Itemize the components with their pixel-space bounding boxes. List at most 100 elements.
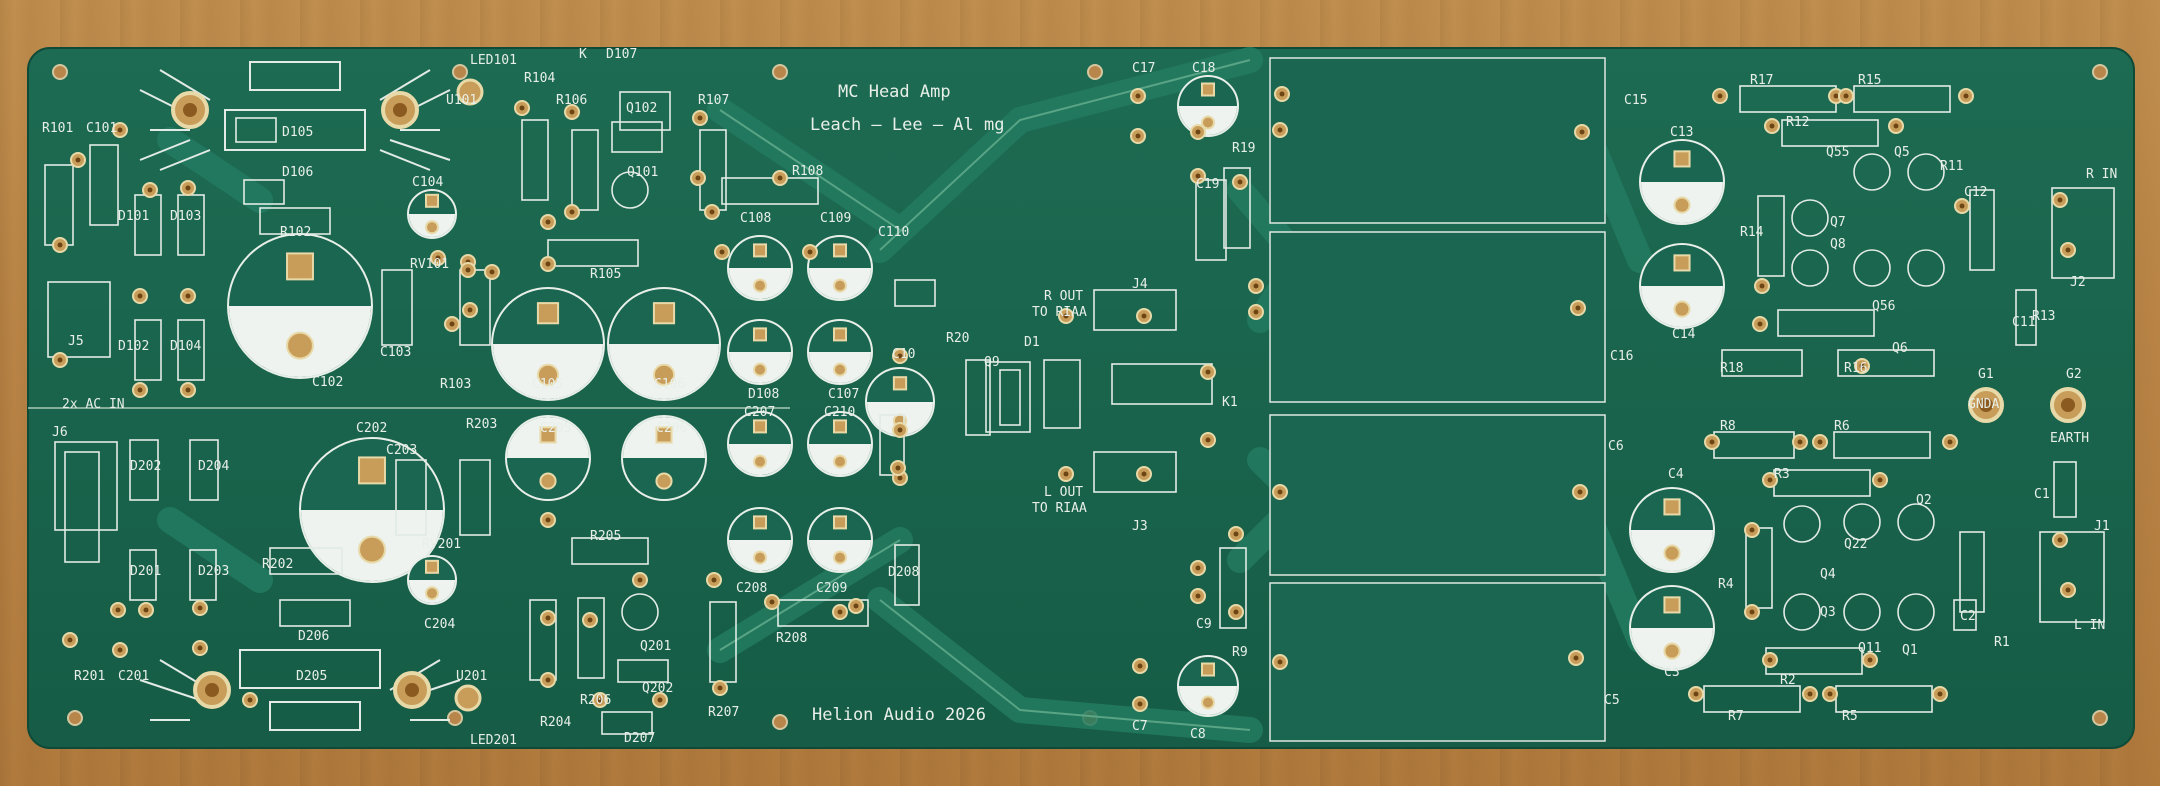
reference-designator: R17	[1750, 73, 1773, 88]
earth-label: EARTH	[2050, 431, 2089, 446]
reference-designator: C210	[824, 405, 855, 420]
component-outline	[1195, 179, 1227, 261]
component-outline	[129, 439, 159, 501]
brand-label: Helion Audio 2026	[812, 705, 986, 725]
reference-designator: R105	[590, 267, 621, 282]
reference-designator: Q102	[626, 101, 657, 116]
connector-outline	[1093, 289, 1177, 331]
electrolytic-capacitors	[227, 75, 1725, 717]
reference-designator: J2	[2070, 275, 2086, 290]
reference-designator: R3	[1774, 467, 1790, 482]
reference-designator: R102	[280, 225, 311, 240]
reference-designator: C105	[532, 377, 563, 392]
reference-designator: C107	[828, 387, 859, 402]
component-outline	[617, 659, 669, 683]
reference-designator: D103	[170, 209, 201, 224]
reference-designator: U201	[456, 669, 487, 684]
r-out-to-label: TO RIAA	[1032, 305, 1087, 320]
reference-designator: C104	[412, 175, 443, 190]
reference-designator: Q202	[642, 681, 673, 696]
reference-designator: D105	[282, 125, 313, 140]
reference-designator: C8	[1190, 727, 1206, 742]
reference-designator: D106	[282, 165, 313, 180]
component-outline	[1781, 119, 1879, 147]
connector-outline	[1043, 359, 1081, 429]
electrolytic-capacitor	[1177, 655, 1239, 717]
reference-designator: C207	[744, 405, 775, 420]
reference-designator: C2	[1960, 609, 1976, 624]
reference-designator: D102	[118, 339, 149, 354]
reference-designator: C16	[1610, 349, 1633, 364]
connector-outline	[54, 441, 118, 531]
reference-designator: R20	[946, 331, 969, 346]
component-outline	[1959, 531, 1985, 613]
electrolytic-capacitor	[727, 235, 793, 301]
component-outline	[619, 91, 671, 131]
component-outline	[134, 319, 162, 381]
electrolytic-capacitor	[807, 235, 873, 301]
reference-designator: Q201	[640, 639, 671, 654]
component-outline	[395, 459, 427, 536]
reference-designator: R4	[1718, 577, 1734, 592]
electrolytic-capacitor	[299, 437, 445, 583]
reference-designator: R2	[1780, 673, 1796, 688]
component-outline	[521, 119, 549, 201]
l-in-label: L IN	[2074, 618, 2105, 633]
transistor-outline	[1897, 593, 1935, 631]
reference-designator: R107	[698, 93, 729, 108]
board-subtitle: Leach – Lee – Al mg	[810, 115, 1004, 135]
reference-designator: R5	[1842, 709, 1858, 724]
transistor-outline	[621, 593, 659, 631]
reference-designator: R108	[792, 164, 823, 179]
reference-designator: Q1	[1902, 643, 1918, 658]
reference-designator: C209	[816, 581, 847, 596]
reference-designator: R206	[580, 693, 611, 708]
component-outline	[189, 549, 217, 601]
reference-designator: C4	[1668, 467, 1684, 482]
component-outline	[89, 144, 119, 226]
component-outline	[879, 414, 905, 476]
electrolytic-capacitor	[505, 415, 591, 501]
transistor-outline	[611, 171, 649, 209]
reference-designator: C102	[312, 375, 343, 390]
component-outline	[999, 369, 1021, 426]
reference-designator: LED101	[470, 53, 517, 68]
reference-designator: R204	[540, 715, 571, 730]
reference-designator: C17	[1132, 61, 1155, 76]
component-outline	[965, 359, 991, 436]
reference-designator: R15	[1858, 73, 1881, 88]
component-outline	[894, 544, 920, 606]
reference-designator: Q6	[1892, 341, 1908, 356]
reference-designator: D208	[888, 565, 919, 580]
electrolytic-capacitor	[727, 411, 793, 477]
component-outline	[64, 451, 100, 563]
component-outline	[601, 711, 653, 735]
reference-designator: D108	[748, 387, 779, 402]
reference-designator: R104	[524, 71, 555, 86]
component-outline	[189, 439, 219, 501]
reference-designator: R203	[466, 417, 497, 432]
reference-designator: D202	[130, 459, 161, 474]
reference-designator: K	[579, 47, 587, 62]
component-outline	[1833, 431, 1931, 459]
reference-designator: D101	[118, 209, 149, 224]
electrolytic-capacitor	[407, 555, 457, 605]
reference-designator: C1	[2034, 487, 2050, 502]
component-outline	[1853, 85, 1951, 113]
component-outline	[1721, 349, 1803, 377]
reference-designator: R101	[42, 121, 73, 136]
pcb-outline	[27, 47, 2135, 749]
reference-designator: Q55	[1826, 145, 1849, 160]
reference-designator: D203	[198, 564, 229, 579]
reference-designator: C206	[656, 421, 687, 436]
reference-designator: C10	[892, 347, 915, 362]
component-outline	[381, 269, 413, 346]
reference-designator: C6	[1608, 439, 1624, 454]
reference-designator: C205	[540, 421, 571, 436]
reference-designator: R6	[1834, 419, 1850, 434]
reference-designator: G1	[1978, 367, 1994, 382]
reference-designator: R106	[556, 93, 587, 108]
reference-designator: D104	[170, 339, 201, 354]
component-outline	[894, 279, 936, 307]
